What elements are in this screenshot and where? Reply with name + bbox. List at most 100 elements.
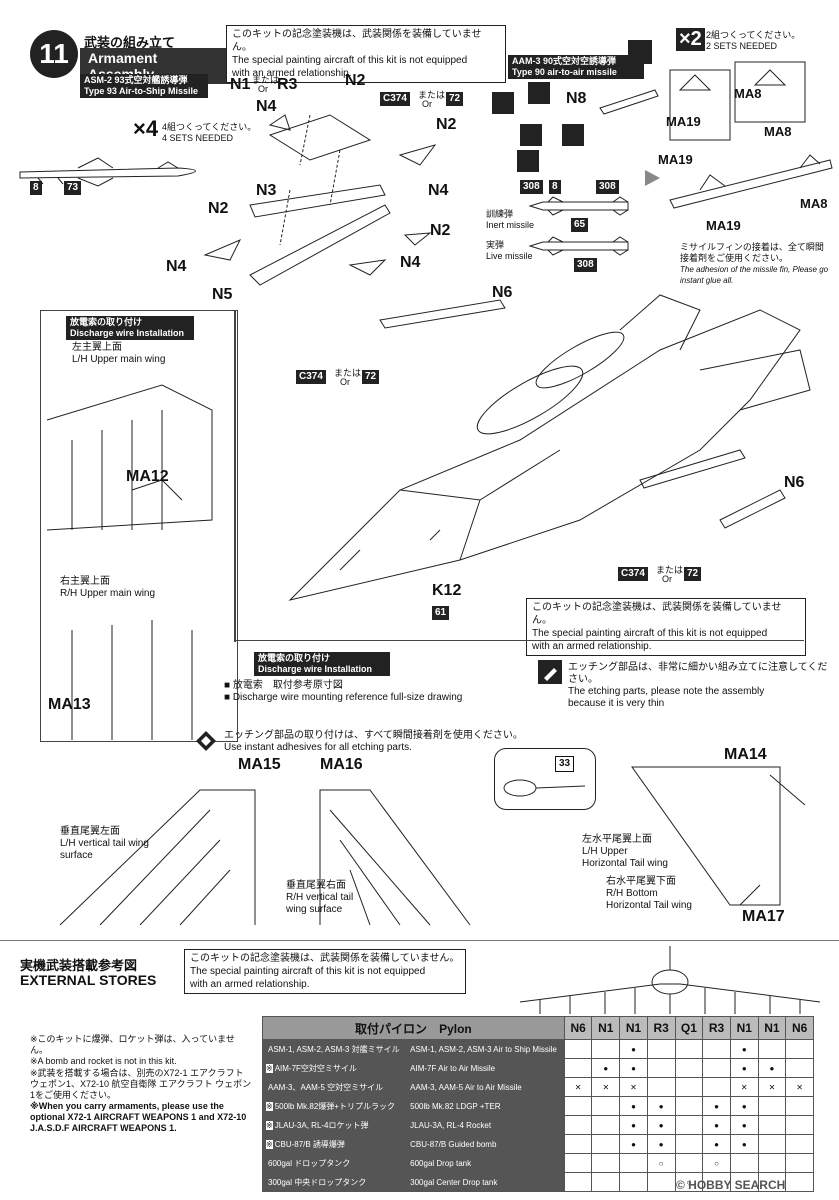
part-33-drawing [503, 779, 586, 797]
pylon-col-9: N6 [785, 1016, 814, 1040]
label-ma19-c: MA19 [706, 218, 741, 233]
pylon-cell: ● [702, 1115, 731, 1135]
pylon-row-store-jp: ※CBU-87/B 誘導爆弾 [261, 1134, 408, 1154]
aam3-tag-jp: AAM-3 90式空対空誘導弾 [512, 56, 617, 66]
stores-note-1: ※このキットに爆弾、ロケット弾は、入っていません。 ※A bomb and ro… [30, 1034, 252, 1067]
pylon-cell [674, 1039, 704, 1059]
pylon-cell: ● [646, 1096, 676, 1116]
horizontal-tail-drawing [631, 766, 806, 906]
step-number-badge: 11 [30, 30, 78, 78]
pylon-row-store-en: 500lb Mk.82 LDGP +TER [406, 1096, 565, 1116]
label-n4-low: N4 [400, 254, 421, 271]
discharge-left-tag-en: Discharge wire Installation [70, 328, 185, 338]
pylon-row-store-en: 300gal Center Drop tank [406, 1172, 565, 1192]
pylon-cell: ● [646, 1134, 676, 1154]
pylon-cell [563, 1096, 593, 1116]
pylon-cell: ● [729, 1134, 759, 1154]
notice-mid-en2: with an armed relationship. [532, 641, 652, 652]
stores-note2-jp: ※武装を搭載する場合は、別売のX72-1 エアクラフト ウェポン1、X72-10… [30, 1068, 252, 1100]
discharge-mid-bullet-en: ■ Discharge wire mounting reference full… [224, 692, 463, 703]
asm2-missile-drawing [19, 157, 196, 187]
pylon-cell: ● [619, 1134, 648, 1154]
pylon-row-jp-text: JLAU-3A, RL-4ロケット弾 [274, 1120, 369, 1130]
aam3-live-jp: 実弾 [486, 240, 505, 250]
pylon-cell: ● [619, 1096, 648, 1116]
rh-wing-drawing [71, 620, 193, 740]
notice-mid-jp: このキットの記念塗装機は、武装関係を装備していません。 [532, 602, 782, 626]
pylon-cell: ✕ [729, 1077, 759, 1097]
aam3-part-8: 8 [549, 180, 561, 194]
rh-upper-wing-label: 右主翼上面 R/H Upper main wing [60, 576, 155, 600]
pylon-cell: ● [729, 1096, 759, 1116]
label-n3: N3 [256, 182, 277, 199]
asm2-part-b: 73 [64, 181, 82, 195]
pylon-cell: ● [646, 1115, 676, 1135]
pylon-row-jp-text: AIM-7F空対空ミサイル [274, 1063, 357, 1073]
rh-horizontal-tail-label: 右水平尾翼下面 R/H Bottom Horizontal Tail wing [606, 876, 692, 912]
discharge-left-tag: 放電索の取り付け Discharge wire Installation [66, 316, 194, 340]
stores-note-2: ※武装を搭載する場合は、別売のX72-1 エアクラフト ウェポン1、X72-10… [30, 1068, 252, 1134]
part-33-detail-box [494, 748, 596, 810]
label-n6-top: N6 [492, 284, 513, 301]
aam3-inert-en: Inert missile [486, 220, 535, 230]
label-ma8-b: MA8 [764, 124, 792, 139]
pylon-cell [591, 1115, 621, 1135]
aam3-sets-jp: 2組つくってください。 [706, 30, 801, 40]
aam3-inert: 訓練弾 Inert missile [486, 209, 534, 231]
aircraft-or-left-jp: または [334, 368, 362, 378]
aircraft-72-left: 72 [362, 370, 380, 384]
pylon-col-2: N1 [591, 1016, 621, 1040]
pylon-cell [702, 1058, 731, 1078]
divider-vertical [234, 310, 236, 642]
etching-glue-jp: エッチング部品の取り付けは、すべて瞬間接着剤を使用ください。 [224, 730, 523, 741]
aircraft-72-right: 72 [684, 567, 702, 581]
notice-mid-en1: The special painting aircraft of this ki… [532, 628, 768, 639]
etching-caution-icon [538, 660, 562, 684]
label-or-en: Or [258, 84, 268, 94]
pylon-cell: ● [702, 1134, 731, 1154]
discharge-mid-bullet-jp: ■ 放電索 取付参考原寸図 [224, 680, 343, 691]
stores-notice-en2: with an armed relationship. [190, 979, 310, 990]
lh-upper-jp: 左主翼上面 [72, 342, 122, 353]
pylon-cell [563, 1115, 593, 1135]
discharge-mid-tag: 放電索の取り付け Discharge wire Installation [254, 652, 390, 676]
lh-horizontal-tail-label: 左水平尾翼上面 L/H Upper Horizontal Tail wing [582, 834, 668, 870]
pylon-col-7: N1 [729, 1016, 759, 1040]
aam3-sets: 2組つくってください。 2 SETS NEEDED [706, 30, 800, 52]
pylon-cell: ✕ [563, 1077, 593, 1097]
notice-mid: このキットの記念塗装機は、武装関係を装備していません。 The special … [526, 598, 806, 656]
pylon-cell [646, 1058, 676, 1078]
lh-horiz-en2: Horizontal Tail wing [582, 858, 668, 869]
aircraft-part-61: 61 [432, 606, 450, 620]
pylon-cell: ● [757, 1058, 787, 1078]
pylon-cell [563, 1172, 593, 1192]
aam3-tag: AAM-3 90式空対空誘導弾 Type 90 air-to-air missi… [508, 55, 644, 79]
pylon-cell [591, 1134, 621, 1154]
pylon-cell [785, 1134, 814, 1154]
discharge-left-tag-jp: 放電索の取り付け [70, 317, 143, 327]
pylon-cell [757, 1134, 787, 1154]
etching-glue-icon [196, 731, 216, 751]
pylon-cell [563, 1153, 593, 1173]
pylon-cell: ✕ [785, 1077, 814, 1097]
pylon-cell: ● [619, 1115, 648, 1135]
pylon-row-store-jp: 600gal ドロップタンク [261, 1153, 408, 1173]
aam3-part-65: 65 [571, 218, 589, 232]
stores-title-jp: 実機武装搭載参考図 [20, 958, 138, 973]
pylon-exploded-drawing [203, 114, 437, 286]
aam3-part-308-b: 308 [596, 180, 619, 194]
asm2-sets-en: 4 SETS NEEDED [162, 133, 234, 143]
lh-wing-drawing [46, 384, 213, 531]
pylon-head-label: 取付パイロン Pylon [262, 1016, 565, 1040]
pylon-cell [785, 1115, 814, 1135]
lh-vert-jp: 垂直尾翼左面 [60, 826, 120, 837]
pylon-head-en: Pylon [439, 1021, 472, 1036]
pylon-cell: ✕ [757, 1077, 787, 1097]
pylon-row-store-jp: ※500lb Mk.82爆弾+トリプルラック [261, 1096, 408, 1116]
